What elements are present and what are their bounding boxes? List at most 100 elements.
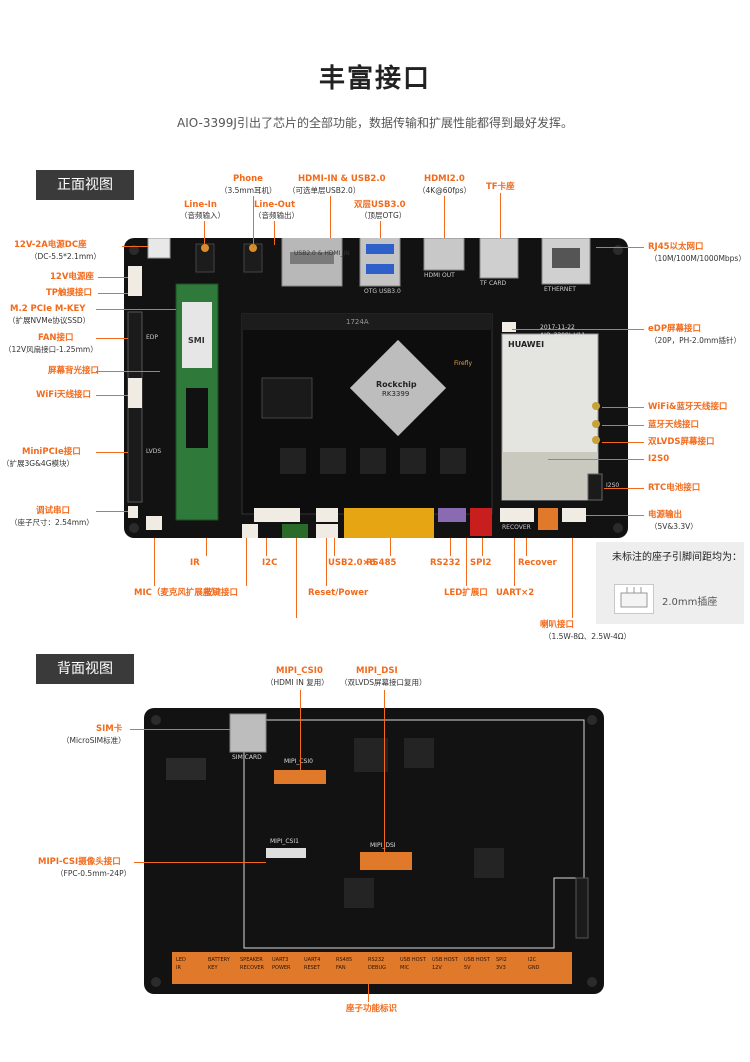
label-phone-sub: （3.5mm耳机） <box>220 186 277 195</box>
leader-line <box>500 193 501 238</box>
label-uart2: LED扩展口 <box>444 588 488 598</box>
pin-pitch-note-text: 未标注的座子引脚间距均为： <box>612 552 742 563</box>
minipcie-socket <box>502 452 598 500</box>
label-tf-card: TF卡座 <box>486 182 515 192</box>
mount-hole <box>129 523 139 533</box>
label-debug-serial: 电源输出 <box>648 510 683 520</box>
label-sim: SIM卡 <box>96 724 123 734</box>
label-line-in-sub: （音频输入） <box>180 211 225 220</box>
label-mipi-dsi: MIPI_DSI <box>356 666 398 676</box>
rj45-opening <box>552 248 580 268</box>
leader-line <box>154 538 155 586</box>
label-mipi-csi0-sub: （HDMI IN 复用） <box>266 678 329 687</box>
header-function-label: LED <box>176 957 186 963</box>
edge-header <box>575 877 589 939</box>
chip <box>166 758 206 780</box>
header-function-label: USB HOST <box>464 957 490 963</box>
label-dc-power: 12V-2A电源DC座 <box>14 240 87 250</box>
label-mic: 按键接口 <box>204 588 239 598</box>
i2s0-header <box>587 473 603 501</box>
leader-line <box>266 538 267 556</box>
label-mipi-csi0: MIPI_CSI0 <box>276 666 323 676</box>
label-rtc: 调试串口 <box>36 506 71 516</box>
leader-line <box>206 538 207 556</box>
ram-chip <box>320 448 346 474</box>
label-i2c: USB2.0×6 <box>328 558 376 568</box>
front-board-drawing <box>127 238 623 538</box>
leader-line <box>572 538 573 618</box>
rtc-header <box>128 506 138 518</box>
leader-line <box>330 196 331 238</box>
leader-line <box>96 371 160 372</box>
leader-line <box>98 277 128 278</box>
header-function-label: UART3 <box>272 957 289 963</box>
fan-header <box>502 322 516 332</box>
leader-line <box>96 309 176 310</box>
header-function-label: FAN <box>336 965 346 971</box>
header-function-grid: LED BATTERY SPEAKER UART3 UART4 RS485 RS… <box>176 956 568 972</box>
label-backlight: WiFi天线接口 <box>36 390 92 400</box>
mount-hole <box>613 523 623 533</box>
silk-soc-brand: Rockchip <box>376 380 417 389</box>
label-dual-lvds-sub: （扩展3G&4G模块） <box>2 459 75 468</box>
label-minipcie: I2S0 <box>648 454 670 464</box>
silk-firefly: Firefly <box>454 360 473 367</box>
label-wifi-bt-antenna: 蓝牙天线接口 <box>648 420 700 430</box>
header-function-label: RECOVER <box>240 965 265 971</box>
header-function-label: POWER <box>272 965 291 971</box>
silk-ethernet: ETHERNET <box>544 286 576 293</box>
section-back-view: 背面视图 <box>36 654 134 684</box>
mipi-csi0-connector <box>274 770 326 784</box>
label-sim-sub: （MicroSIM标准） <box>62 736 126 745</box>
silk-hdmi-in-usb: USB2.0 & HDMI_IN <box>294 250 350 257</box>
header-function-label: MIC <box>400 965 410 971</box>
ssd-chip <box>186 388 208 448</box>
silk-sim-card: SIM CARD <box>232 754 262 761</box>
header-function-label: DEBUG <box>368 965 386 971</box>
silk-hdmi-out: HDMI OUT <box>424 272 455 279</box>
silk-recover: RECOVER <box>502 524 531 531</box>
label-rtc-sub: （座子尺寸：2.54mm） <box>10 518 94 527</box>
chip <box>354 738 388 772</box>
leader-line <box>604 488 644 489</box>
leader-line <box>586 515 644 516</box>
speaker-header <box>282 524 308 538</box>
power-out-header <box>254 508 300 522</box>
recover-header <box>500 508 534 522</box>
page-title: 丰富接口 <box>318 64 431 94</box>
leader-line <box>326 538 327 586</box>
mipi-csi1-connector <box>266 848 306 858</box>
connector-icon-drawing <box>620 587 648 608</box>
leader-line <box>246 538 247 586</box>
silk-usb3: OTG USB3.0 <box>364 288 401 295</box>
mipi-dsi-connector <box>360 852 412 870</box>
silk-ssd-brand: SMI <box>188 336 205 345</box>
header-function-label: IR <box>176 965 181 971</box>
label-mipi-csi-cam: MIPI-CSI摄像头接口 <box>38 857 121 867</box>
label-screen-voltage: 屏幕背光接口 <box>48 366 100 376</box>
label-edp-sub: （12V风扇接口-1.25mm） <box>4 345 98 354</box>
label-debug-serial-sub: （5V&3.3V） <box>650 522 698 531</box>
leader-line <box>204 221 205 245</box>
mount-hole <box>587 715 597 725</box>
label-usb3-sub: （顶层OTG） <box>360 211 407 220</box>
label-power-out: IR <box>190 558 200 568</box>
soc-chip <box>349 339 447 437</box>
label-led-ext: MIC（麦克风扩展座） <box>134 588 220 598</box>
header-function-label: 12V <box>432 965 442 971</box>
ram-chip <box>280 448 306 474</box>
label-reset-power: 喇叭接口 <box>540 620 575 630</box>
leader-line <box>96 511 128 512</box>
connector-icon <box>614 584 654 614</box>
header-function-label: SPEAKER <box>240 957 263 963</box>
header-function-label: RS232 <box>368 957 385 963</box>
leader-line <box>596 247 644 248</box>
tf-card-slot <box>479 238 519 279</box>
page-subtitle: AIO-3399J引出了芯片的全部功能，数据传输和扩展性能都得到最好发挥。 <box>177 116 573 130</box>
leader-line <box>466 538 467 586</box>
ssd-label <box>182 302 212 368</box>
back-board-drawing <box>151 713 597 987</box>
label-rj45-sub: （10M/100M/1000Mbps） <box>650 254 746 263</box>
header-function-label: UART4 <box>304 957 321 963</box>
leader-line <box>512 329 644 330</box>
